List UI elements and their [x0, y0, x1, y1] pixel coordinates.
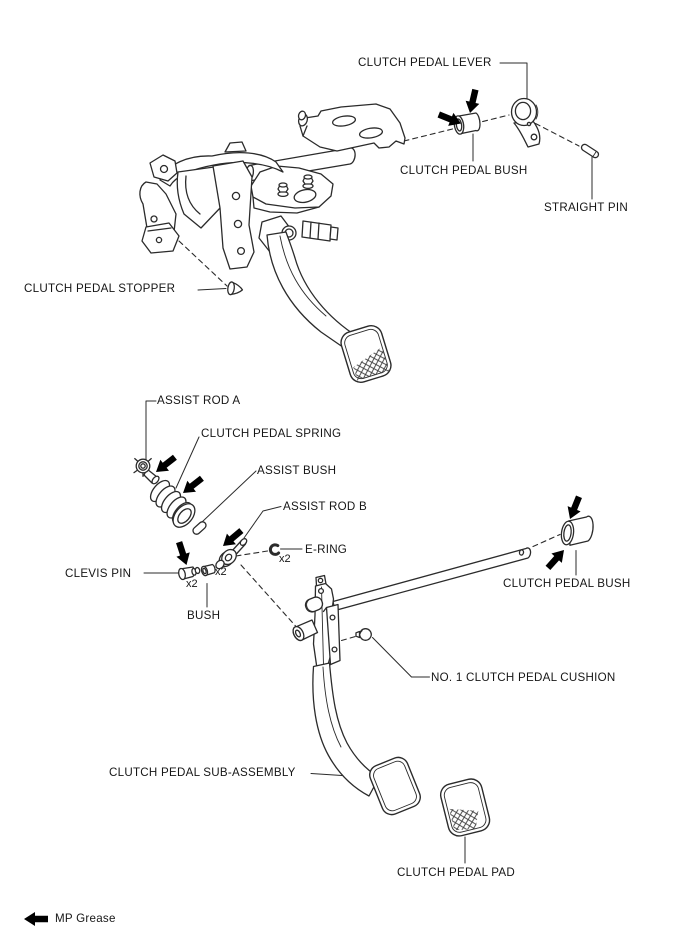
label-clutch-pedal-pad: CLUTCH PEDAL PAD: [397, 866, 516, 879]
bush-drawing: [200, 563, 216, 577]
label-assist-bush: ASSIST BUSH: [257, 464, 337, 477]
grease-arrow-icon: [178, 472, 207, 499]
clutch-pedal-bush-upper-drawing: [453, 112, 481, 135]
no1-clutch-pedal-cushion-drawing: [355, 628, 372, 641]
clutch-pedal-stopper-drawing: [227, 281, 244, 296]
clutch-pedal-sub-assembly-drawing: [292, 547, 532, 816]
grease-arrow-icon: [463, 88, 483, 115]
clevis-pin-drawing: [178, 566, 201, 581]
assist-rod-a-drawing: [133, 457, 160, 485]
label-clutch-pedal-bush-upper: CLUTCH PEDAL BUSH: [400, 164, 528, 177]
assist-rod-b-drawing: [215, 538, 248, 570]
clutch-pedal-lever-drawing: [510, 97, 541, 148]
mp-grease-legend-text: MP Grease: [55, 912, 116, 925]
straight-pin-drawing: [580, 143, 600, 159]
clutch-pedal-bush-right-drawing: [560, 515, 594, 546]
bush-quantity: x2: [215, 566, 227, 578]
clutch-pedal-pad-drawing: [439, 778, 491, 837]
label-clutch-pedal-spring: CLUTCH PEDAL SPRING: [201, 427, 342, 440]
grease-arrow-icon: [542, 545, 570, 573]
label-bush: BUSH: [187, 609, 221, 622]
grease-arrow-icon: [172, 540, 194, 568]
e-ring-quantity: x2: [279, 553, 291, 565]
label-no1-clutch-pedal-cushion: NO. 1 CLUTCH PEDAL CUSHION: [431, 671, 616, 684]
grease-arrow-icon: [151, 451, 180, 478]
label-e-ring: E-RING: [305, 543, 348, 556]
label-clevis-pin: CLEVIS PIN: [65, 567, 132, 580]
pedal-support-assembly-drawing: [139, 103, 406, 383]
e-ring-drawing: [268, 543, 281, 556]
label-straight-pin: STRAIGHT PIN: [544, 201, 628, 214]
clutch-pedal-spring-drawing: [149, 479, 196, 528]
label-assist-rod-b: ASSIST ROD B: [283, 500, 367, 513]
label-leader-lines: [143, 62, 593, 864]
assist-bush-drawing: [192, 521, 207, 535]
label-clutch-pedal-lever: CLUTCH PEDAL LEVER: [358, 56, 492, 69]
label-clutch-pedal-sub-assembly: CLUTCH PEDAL SUB-ASSEMBLY: [109, 766, 296, 779]
label-assist-rod-a: ASSIST ROD A: [157, 394, 241, 407]
label-clutch-pedal-bush-right: CLUTCH PEDAL BUSH: [503, 577, 631, 590]
mp-grease-legend-arrow-icon: [24, 912, 48, 926]
clevis-pin-quantity: x2: [186, 578, 198, 590]
label-clutch-pedal-stopper: CLUTCH PEDAL STOPPER: [24, 282, 176, 295]
